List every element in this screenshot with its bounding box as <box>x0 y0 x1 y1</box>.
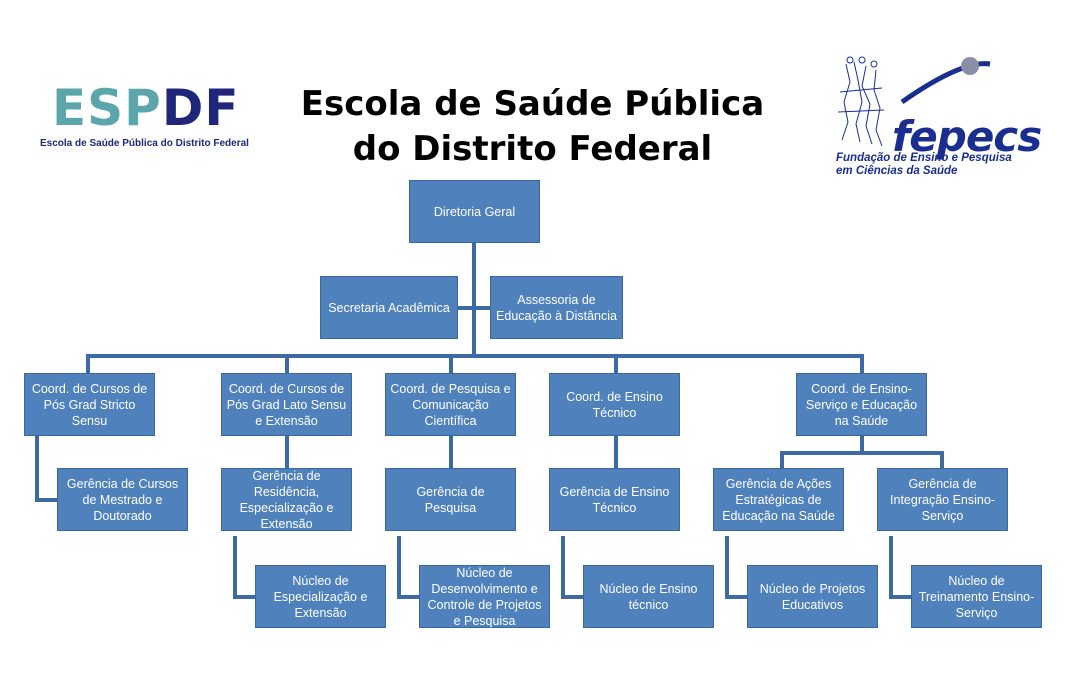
title-line-2: do Distrito Federal <box>352 129 713 169</box>
connector-nucleo-5-h <box>889 595 911 599</box>
espdf-mark-df: DF <box>161 79 240 137</box>
connector-coord5-down <box>860 436 864 453</box>
fepecs-logo: fepecs Fundação de Ensino e Pesquisa em … <box>832 52 1058 180</box>
fepecs-subtitle: Fundação de Ensino e Pesquisa em Ciência… <box>836 152 1012 178</box>
node-coord-lato-sensu: Coord. de Cursos de Pós Grad Lato Sensu … <box>221 373 352 436</box>
connector-nucleo-4-h <box>725 595 747 599</box>
connector-nucleo-3-v <box>561 536 565 598</box>
connector-nucleo-5-v <box>889 536 893 598</box>
connector-drop-coord-4 <box>614 354 618 373</box>
connector-coord1-gerencia-h <box>35 498 57 502</box>
node-gerencia-integracao: Gerência de Integração Ensino-Serviço <box>877 468 1008 531</box>
title-line-1: Escola de Saúde Pública <box>300 84 765 124</box>
connector-coord1-gerencia-v <box>35 436 39 501</box>
node-assessoria-ead: Assessoria de Educação à Distância <box>490 276 623 339</box>
connector-coord4-gerencia <box>614 436 618 468</box>
connector-coord2-gerencia <box>285 436 289 468</box>
node-nucleo-especializacao: Núcleo de Especialização e Extensão <box>255 565 386 628</box>
page-title: Escola de Saúde Pública do Distrito Fede… <box>280 82 785 172</box>
node-gerencia-mestrado: Gerência de Cursos de Mestrado e Doutora… <box>57 468 188 531</box>
espdf-subtitle: Escola de Saúde Pública do Distrito Fede… <box>40 138 249 149</box>
connector-nucleo-1-h <box>233 595 255 599</box>
connector-nucleo-2-v <box>397 536 401 598</box>
connector-coord5-bus <box>780 451 944 455</box>
connector-coord-bus <box>86 354 864 358</box>
connector-root-trunk <box>472 242 476 356</box>
fepecs-emblem <box>837 56 991 147</box>
espdf-wordmark: ESPDF <box>52 80 239 136</box>
node-coord-ensino-tecnico: Coord. de Ensino Técnico <box>549 373 680 436</box>
fepecs-subtitle-line-2: em Ciências da Saúde <box>836 165 958 177</box>
node-gerencia-ensino-tecnico: Gerência de Ensino Técnico <box>549 468 680 531</box>
connector-nucleo-3-h <box>561 595 583 599</box>
node-nucleo-treinamento: Núcleo de Treinamento Ensino-Serviço <box>911 565 1042 628</box>
node-coord-stricto-sensu: Coord. de Cursos de Pós Grad Stricto Sen… <box>24 373 155 436</box>
connector-drop-coord-3 <box>449 354 453 373</box>
connector-drop-coord-2 <box>285 354 289 373</box>
node-secretaria-academica: Secretaria Acadêmica <box>320 276 458 339</box>
connector-nucleo-1-v <box>233 536 237 598</box>
connector-nucleo-2-h <box>397 595 419 599</box>
connector-staff-bar <box>458 306 490 310</box>
node-nucleo-projetos-educativos: Núcleo de Projetos Educativos <box>747 565 878 628</box>
node-coord-pesquisa: Coord. de Pesquisa e Comunicação Científ… <box>385 373 516 436</box>
connector-drop-coord-5 <box>860 354 864 373</box>
connector-coord5-drop-left <box>780 451 784 468</box>
espdf-mark-esp: ESP <box>52 79 162 137</box>
connector-coord3-gerencia <box>449 436 453 468</box>
connector-drop-coord-1 <box>86 354 90 373</box>
node-coord-ensino-servico: Coord. de Ensino-Serviço e Educação na S… <box>796 373 927 436</box>
node-gerencia-acoes-estrategicas: Gerência de Ações Estratégicas de Educaç… <box>713 468 844 531</box>
node-nucleo-desenvolvimento: Núcleo de Desenvolvimento e Controle de … <box>419 565 550 628</box>
espdf-logo: ESPDF Escola de Saúde Pública do Distrit… <box>40 80 255 160</box>
node-diretoria-geral: Diretoria Geral <box>409 180 540 243</box>
connector-coord5-drop-right <box>940 451 944 468</box>
connector-nucleo-4-v <box>725 536 729 598</box>
node-gerencia-pesquisa: Gerência de Pesquisa <box>385 468 516 531</box>
fepecs-wordmark: fepecs <box>892 112 1042 161</box>
node-nucleo-ensino-tecnico: Núcleo de Ensino técnico <box>583 565 714 628</box>
fepecs-subtitle-line-1: Fundação de Ensino e Pesquisa <box>836 152 1012 164</box>
node-gerencia-residencia: Gerência de Residência, Especialização e… <box>221 468 352 531</box>
